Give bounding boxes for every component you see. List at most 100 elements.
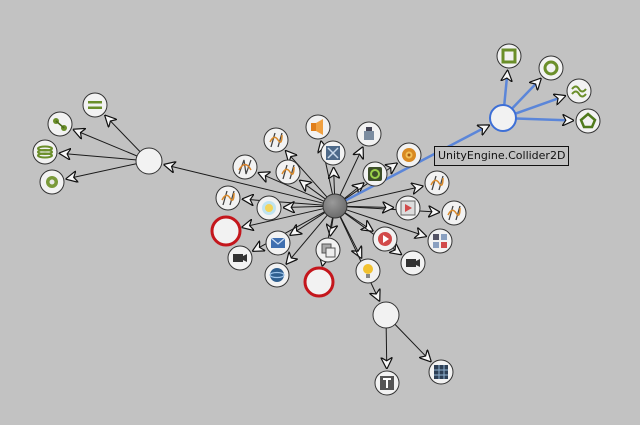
distance-joint-icon-node[interactable] — [47, 111, 73, 137]
missing-script-node-bottom[interactable] — [303, 266, 335, 298]
edge-box-collider2d-icon-node — [504, 71, 507, 106]
edge-hinge-joint-icon-node — [67, 163, 137, 179]
left-hub-node[interactable] — [135, 147, 163, 175]
edge-script-icon-node-4 — [346, 186, 423, 204]
grid-icon-node[interactable] — [428, 359, 454, 385]
node-tooltip: UnityEngine.Collider2D — [434, 146, 570, 166]
mesh-renderer-icon — [433, 234, 447, 248]
bottom-hub-node[interactable] — [372, 301, 400, 329]
edge-slider-joint-icon-node — [105, 116, 141, 152]
edge-camera-icon-node-left — [253, 211, 325, 251]
polygon-collider2d-icon-node[interactable] — [575, 108, 601, 134]
circle-collider2d-icon-node[interactable] — [538, 55, 564, 81]
animation-icon-node[interactable] — [232, 154, 258, 180]
missing-script-node-left[interactable] — [210, 215, 242, 247]
envelope-icon-node[interactable] — [265, 230, 291, 256]
edge-script-icon-node-1 — [286, 151, 328, 198]
text-icon — [380, 376, 394, 390]
layout-group-icon-node[interactable] — [395, 195, 421, 221]
edge-polygon-collider2d-icon-node — [515, 118, 573, 120]
hinge-joint-icon-node[interactable] — [39, 169, 65, 195]
box-collider2d-icon — [501, 48, 517, 64]
light-probe-icon — [269, 268, 285, 282]
script-icon-node-5[interactable] — [441, 200, 467, 226]
text-icon-node[interactable] — [374, 370, 400, 396]
csharp-script-icon — [430, 175, 444, 191]
envelope-icon — [270, 237, 286, 248]
script-icon-node-2[interactable] — [275, 159, 301, 185]
edge-sun-gizmo-icon-node — [284, 206, 324, 207]
mesh-renderer-icon-node[interactable] — [427, 228, 453, 254]
sun-gizmo-icon — [262, 201, 276, 215]
light-icon — [363, 264, 373, 278]
script-icon-node-1[interactable] — [263, 127, 289, 153]
edge-layout-group-icon-node — [346, 206, 393, 207]
edge-missing-script-node-left — [243, 208, 324, 228]
edge-mesh-renderer-icon-node — [346, 209, 425, 236]
edge-light-icon-node — [339, 216, 361, 258]
slider-joint-icon-node[interactable] — [82, 92, 108, 118]
selected-collider2d-node[interactable] — [489, 104, 517, 132]
sprite-renderer-icon-node[interactable] — [396, 142, 422, 168]
csharp-script-icon — [447, 205, 461, 221]
edge-video-player-icon-node — [344, 212, 372, 231]
spring-joint-icon — [37, 145, 53, 159]
edge-bottom-hub-node — [339, 216, 379, 301]
light-probe-icon-node[interactable] — [264, 262, 290, 288]
circle-collider2d-icon — [543, 60, 559, 76]
edge-collider2d-icon — [571, 85, 587, 98]
distance-joint-icon — [53, 118, 67, 131]
edge-text-icon-node — [386, 327, 387, 368]
particle-system-icon — [368, 167, 382, 181]
camera-icon — [233, 254, 247, 262]
csharp-script-icon — [269, 132, 283, 148]
edge-rect-transform-icon-node — [330, 217, 333, 235]
edge-animator-icon-node — [334, 168, 335, 195]
csharp-script-icon — [281, 164, 295, 180]
edge-spring-joint-icon-node — [60, 153, 137, 161]
edge-collider2d-icon-node[interactable] — [566, 78, 592, 104]
slider-joint-icon — [88, 101, 102, 109]
edge-script-icon-node-2 — [300, 181, 326, 200]
video-player-icon-node[interactable] — [372, 226, 398, 252]
navigation-icon — [364, 127, 374, 140]
central-hub-node[interactable] — [322, 193, 348, 219]
animation-icon — [238, 159, 252, 175]
rect-transform-icon-node[interactable] — [315, 237, 341, 263]
animator-icon — [326, 146, 340, 160]
camera-icon-node-left[interactable] — [227, 245, 253, 271]
spring-joint-icon-node[interactable] — [32, 139, 58, 165]
csharp-script-icon — [221, 190, 235, 206]
edge-circle-collider2d-icon-node — [511, 79, 541, 110]
camera-icon-node-right[interactable] — [400, 250, 426, 276]
navigation-icon-node[interactable] — [356, 121, 382, 147]
camera-icon — [406, 259, 420, 267]
audio-source-icon — [311, 119, 323, 135]
polygon-collider2d-icon — [579, 112, 597, 129]
layout-group-icon — [400, 200, 416, 216]
hinge-joint-icon — [46, 176, 58, 188]
edge-distance-joint-icon-node — [74, 130, 138, 157]
edge-animation-icon-node — [259, 173, 325, 202]
rect-transform-icon — [321, 243, 336, 258]
sun-gizmo-icon-node[interactable] — [256, 195, 282, 221]
edge-edge-collider2d-icon-node — [514, 96, 565, 115]
graph-nodes[interactable] — [32, 43, 601, 396]
box-collider2d-icon-node[interactable] — [496, 43, 522, 69]
script-icon-node-3[interactable] — [215, 185, 241, 211]
particle-system-icon-node[interactable] — [362, 161, 388, 187]
light-icon-node[interactable] — [355, 258, 381, 284]
edge-grid-icon-node — [394, 324, 431, 361]
edge-particle-system-icon-node — [344, 183, 363, 199]
video-player-icon — [378, 232, 392, 246]
edge-left-hub-node — [165, 165, 324, 204]
edge-envelope-icon-node — [291, 212, 326, 235]
edge-light-probe-icon-node — [287, 214, 328, 263]
script-icon-node-4[interactable] — [424, 170, 450, 196]
edge-navigation-icon-node — [339, 148, 362, 196]
grid-icon — [434, 365, 448, 379]
sprite-renderer-icon — [402, 148, 416, 162]
animator-icon-node[interactable] — [320, 140, 346, 166]
audio-source-icon-node[interactable] — [305, 114, 331, 140]
